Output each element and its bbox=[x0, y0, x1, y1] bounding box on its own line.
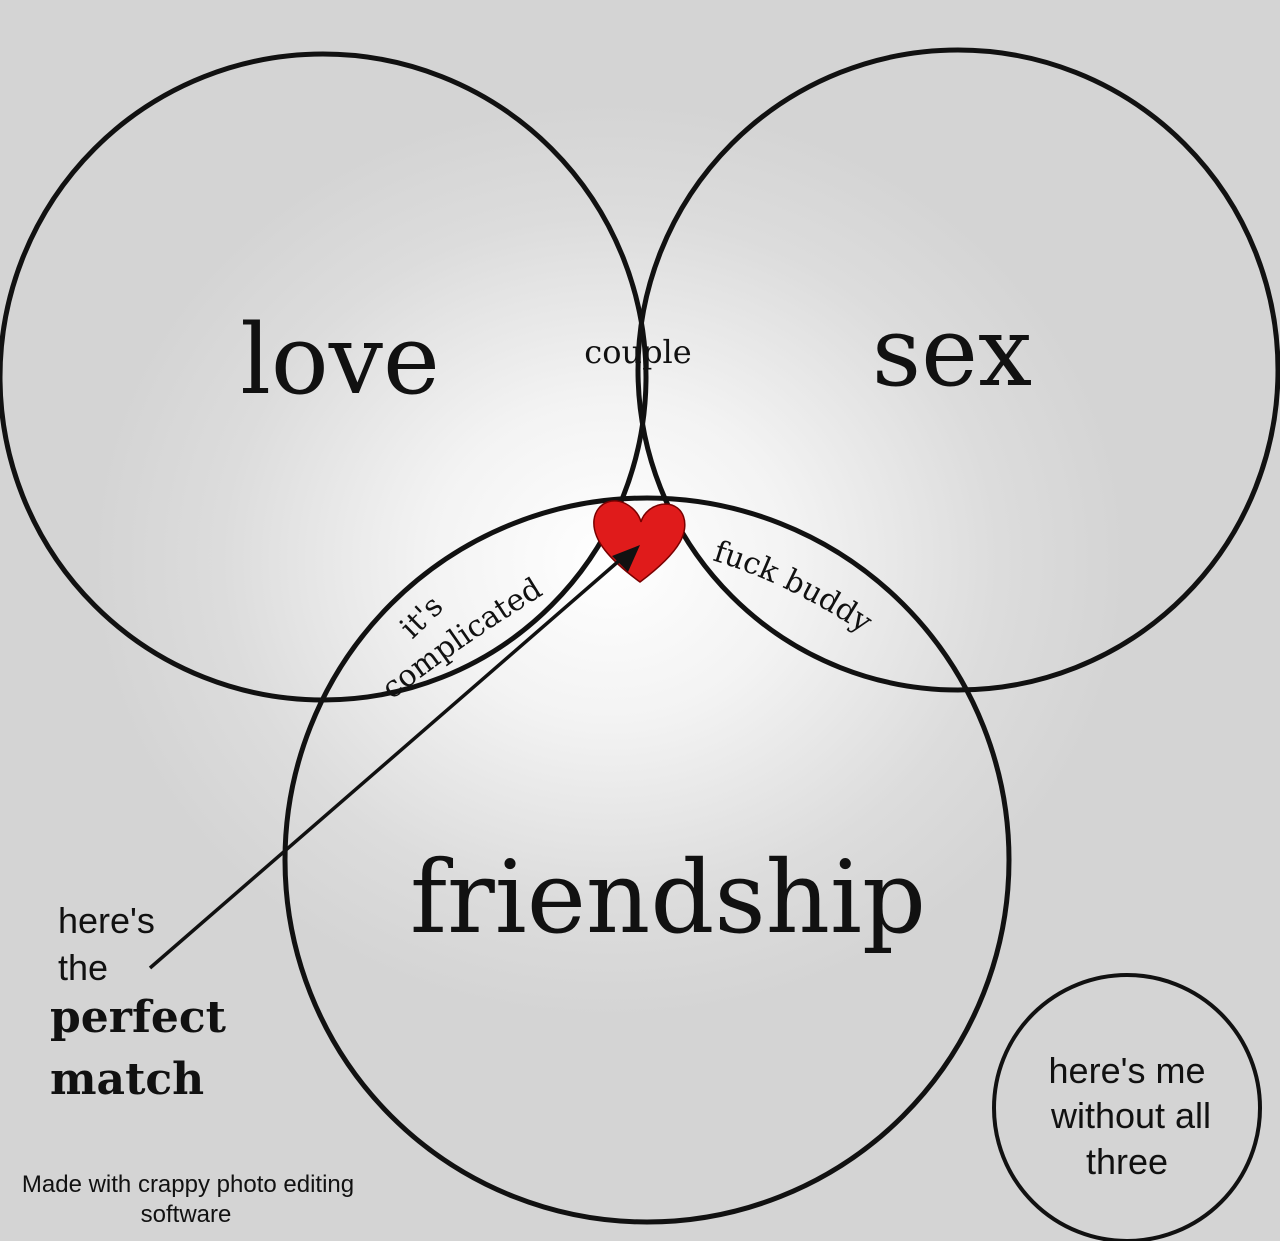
friendship-label: friendship bbox=[410, 839, 926, 956]
pointer-line bbox=[148, 551, 630, 970]
outside-note-line3: three bbox=[1086, 1141, 1168, 1182]
sex-circle bbox=[635, 47, 1280, 693]
pointer-note-line1: here's bbox=[58, 900, 155, 941]
pointer-note-line3: perfect bbox=[50, 992, 227, 1043]
fuck-buddy-label-path: fuck buddy bbox=[710, 534, 879, 640]
without-all-three-circle bbox=[992, 973, 1262, 1241]
pointer-note-line2: the bbox=[58, 947, 108, 988]
footer-line2: software bbox=[141, 1201, 232, 1228]
outside-note-line1: here's me bbox=[1049, 1050, 1206, 1091]
pointer-note-line4: match bbox=[50, 1054, 204, 1105]
fuck-buddy-label: fuck buddy bbox=[710, 534, 879, 640]
sex-label: sex bbox=[872, 296, 1032, 408]
couple-label: couple bbox=[584, 333, 691, 371]
love-label: love bbox=[240, 304, 440, 416]
footer-line1: Made with crappy photo editing bbox=[22, 1171, 354, 1198]
pointer-arrowhead-icon bbox=[612, 545, 640, 572]
outside-note-line2: without all bbox=[1050, 1095, 1211, 1136]
friendship-circle bbox=[282, 495, 1012, 1225]
